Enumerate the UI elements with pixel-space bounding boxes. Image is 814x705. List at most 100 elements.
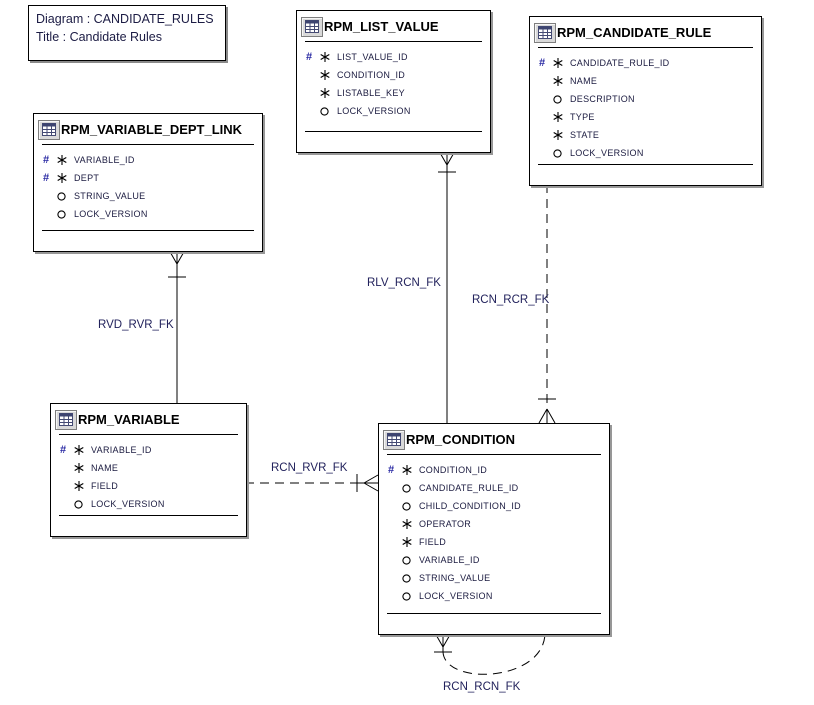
footer-separator	[305, 131, 482, 132]
field-label: STRING_VALUE	[74, 191, 146, 201]
header-separator	[538, 47, 753, 48]
primary-key-icon: #	[60, 443, 67, 456]
field-label: DESCRIPTION	[570, 94, 635, 104]
mandatory-icon	[74, 445, 91, 455]
field-row: CANDIDATE_RULE_ID	[388, 479, 605, 497]
field-label: STATE	[570, 130, 600, 140]
crows-foot-icon	[363, 474, 379, 492]
field-label: VARIABLE_ID	[74, 155, 135, 165]
header-separator	[387, 454, 601, 455]
entity-name: RPM_CONDITION	[406, 432, 516, 447]
field-row: NAME	[60, 459, 242, 477]
table-icon	[55, 409, 77, 430]
field-list: # CANDIDATE_RULE_ID NAME DESCRIPTION TYP…	[539, 54, 757, 162]
field-label: LIST_VALUE_ID	[337, 52, 408, 62]
field-row: # VARIABLE_ID	[60, 441, 242, 459]
field-row: OPERATOR	[388, 515, 605, 533]
optional-icon	[553, 94, 570, 104]
relationship-label-rvd-rvr-fk[interactable]: RVD_RVR_FK	[98, 319, 174, 331]
table-icon	[383, 429, 405, 450]
entity-header: RPM_VARIABLE	[55, 408, 242, 431]
relationship-label-rcn-rcr-fk[interactable]: RCN_RCR_FK	[472, 294, 550, 306]
relationship-line-rcn-rcn-fk-selfloop[interactable]	[434, 632, 546, 675]
crows-foot-icon	[434, 632, 452, 648]
relationship-line-rlv-rcn-fk[interactable]	[438, 150, 456, 423]
mandatory-icon	[402, 465, 419, 475]
entity-name: RPM_VARIABLE	[78, 412, 180, 427]
field-row: # CANDIDATE_RULE_ID	[539, 54, 757, 72]
field-row: # CONDITION_ID	[388, 461, 605, 479]
mandatory-icon	[57, 173, 74, 183]
primary-key-icon: #	[388, 463, 395, 476]
field-label: NAME	[570, 76, 598, 86]
mandatory-icon	[74, 463, 91, 473]
field-list: # LIST_VALUE_ID CONDITION_ID LISTABLE_KE…	[306, 48, 486, 120]
entity-header: RPM_CANDIDATE_RULE	[534, 21, 757, 44]
field-row: LOCK_VERSION	[43, 205, 258, 223]
relationship-label-rcn-rvr-fk[interactable]: RCN_RVR_FK	[271, 462, 348, 474]
field-label: CANDIDATE_RULE_ID	[419, 483, 519, 493]
entity-rpm-variable-dept-link[interactable]: RPM_VARIABLE_DEPT_LINK # VARIABLE_ID # D…	[33, 113, 263, 252]
field-row: FIELD	[388, 533, 605, 551]
entity-rpm-candidate-rule[interactable]: RPM_CANDIDATE_RULE # CANDIDATE_RULE_ID N…	[529, 16, 762, 186]
field-list: # CONDITION_ID CANDIDATE_RULE_ID CHILD_C…	[388, 461, 605, 605]
optional-icon	[402, 483, 419, 493]
optional-icon	[402, 591, 419, 601]
field-row: CONDITION_ID	[306, 66, 486, 84]
mandatory-icon	[553, 58, 570, 68]
field-label: VARIABLE_ID	[91, 445, 152, 455]
field-label: CONDITION_ID	[419, 465, 488, 475]
field-row: LISTABLE_KEY	[306, 84, 486, 102]
field-label: TYPE	[570, 112, 595, 122]
header-separator	[42, 144, 254, 145]
field-label: STRING_VALUE	[419, 573, 491, 583]
primary-key-icon: #	[306, 50, 313, 63]
entity-rpm-condition[interactable]: RPM_CONDITION # CONDITION_ID CANDIDATE_R…	[378, 423, 610, 635]
mandatory-icon	[320, 52, 337, 62]
footer-separator	[42, 230, 254, 231]
field-row: STRING_VALUE	[43, 187, 258, 205]
mandatory-icon	[402, 519, 419, 529]
optional-icon	[402, 573, 419, 583]
table-icon	[301, 16, 323, 37]
crows-foot-icon	[168, 249, 186, 265]
field-row: STATE	[539, 126, 757, 144]
relationship-label-rlv-rcn-fk[interactable]: RLV_RCN_FK	[367, 277, 441, 289]
entity-header: RPM_LIST_VALUE	[301, 15, 486, 38]
optional-icon	[320, 106, 337, 116]
field-label: CONDITION_ID	[337, 70, 406, 80]
field-label: LOCK_VERSION	[419, 591, 493, 601]
entity-rpm-variable[interactable]: RPM_VARIABLE # VARIABLE_ID NAME FIELD	[50, 403, 247, 537]
crows-foot-icon	[538, 408, 556, 424]
mandatory-icon	[320, 70, 337, 80]
field-row: CHILD_CONDITION_ID	[388, 497, 605, 515]
field-label: LISTABLE_KEY	[337, 88, 405, 98]
optional-icon	[402, 501, 419, 511]
mandatory-icon	[553, 130, 570, 140]
field-label: DEPT	[74, 173, 100, 183]
field-label: VARIABLE_ID	[419, 555, 480, 565]
optional-icon	[74, 499, 91, 509]
field-row: LOCK_VERSION	[539, 144, 757, 162]
field-label: LOCK_VERSION	[91, 499, 165, 509]
relationship-line-rvd-rvr-fk[interactable]	[168, 249, 186, 403]
field-row: # DEPT	[43, 169, 258, 187]
primary-key-icon: #	[43, 171, 50, 184]
relationship-label-rcn-rcn-fk[interactable]: RCN_RCN_FK	[443, 681, 521, 693]
entity-name: RPM_LIST_VALUE	[324, 19, 439, 34]
field-label: LOCK_VERSION	[74, 209, 148, 219]
entity-rpm-list-value[interactable]: RPM_LIST_VALUE # LIST_VALUE_ID CONDITION…	[296, 10, 491, 153]
primary-key-icon: #	[539, 56, 546, 69]
field-row: LOCK_VERSION	[306, 102, 486, 120]
field-label: LOCK_VERSION	[337, 106, 411, 116]
relationship-line-rcn-rvr-fk[interactable]	[245, 474, 379, 492]
field-label: FIELD	[419, 537, 447, 547]
field-label: CANDIDATE_RULE_ID	[570, 58, 670, 68]
relationship-line-rcn-rcr-fk[interactable]	[538, 184, 556, 424]
primary-key-icon: #	[43, 153, 50, 166]
field-row: FIELD	[60, 477, 242, 495]
footer-separator	[387, 613, 601, 614]
field-row: LOCK_VERSION	[388, 587, 605, 605]
field-label: FIELD	[91, 481, 119, 491]
